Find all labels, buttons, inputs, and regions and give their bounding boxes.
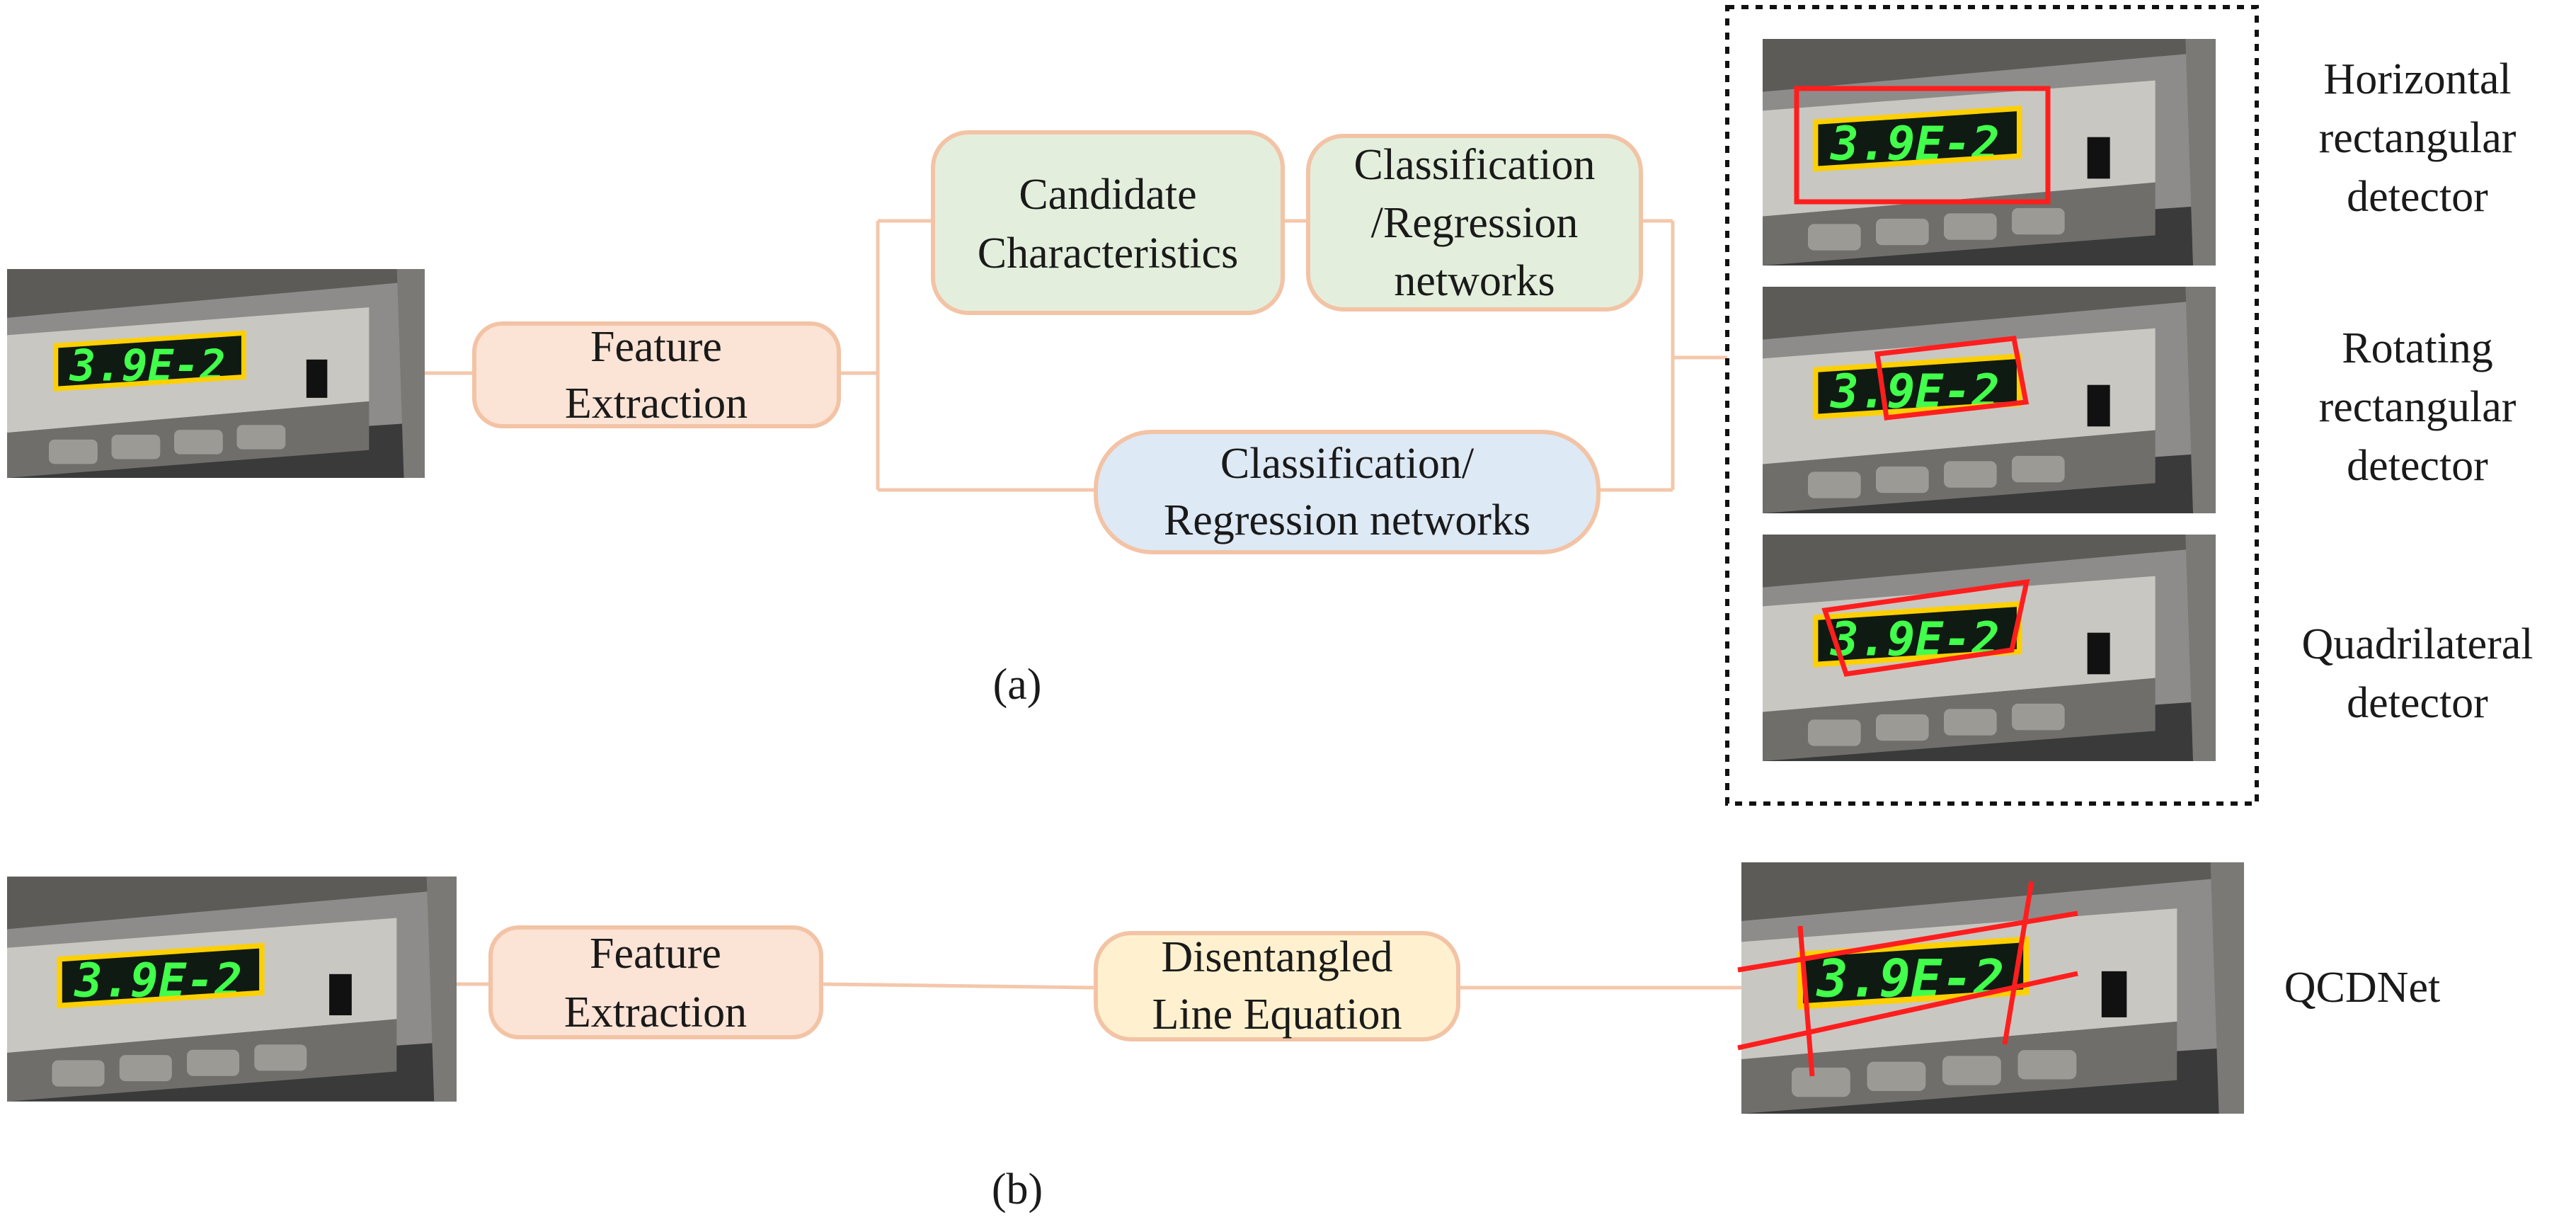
feature-extraction-label-b-line1: Feature xyxy=(590,930,721,978)
qcdnet-output: QCDNet xyxy=(1737,862,2440,1114)
photo-rotating xyxy=(1763,287,2216,513)
photo-quadrilateral xyxy=(1763,535,2216,761)
candidate-label-line1: Candidate xyxy=(1019,171,1196,219)
quadrilateral-box-icon xyxy=(1821,578,2030,677)
detector-rotating: Rotating rectangular detector xyxy=(1763,287,2517,513)
classification-regression-top-box: Classification /Regression networks xyxy=(1306,134,1643,312)
quadrilateral-label-line2: detector xyxy=(2347,679,2488,727)
disentangled-label-line1: Disentangled xyxy=(1161,933,1392,981)
classification-bottom-line2: Regression networks xyxy=(1164,496,1530,544)
classification-regression-bottom-box: Classification/ Regression networks xyxy=(1094,430,1601,554)
classification-top-line3: networks xyxy=(1394,257,1555,305)
feature-extraction-label-b-line2: Extraction xyxy=(564,988,747,1037)
rotating-label-line1: Rotating xyxy=(2342,324,2493,372)
classification-top-line2: /Regression xyxy=(1371,199,1579,247)
horizontal-box-icon xyxy=(1794,86,2051,205)
detector-quadrilateral: Quadrilateral detector xyxy=(1763,535,2534,761)
horizontal-label-line3: detector xyxy=(2347,173,2488,221)
classification-top-line1: Classification xyxy=(1354,141,1596,189)
rotating-label-line2: rectangular xyxy=(2319,383,2517,431)
connectors-b xyxy=(457,982,1741,990)
rotating-label-line3: detector xyxy=(2347,442,2488,490)
photo-horizontal xyxy=(1763,39,2216,265)
qcdnet-label: QCDNet xyxy=(2284,964,2440,1012)
candidate-label-line2: Characteristics xyxy=(978,229,1238,278)
detector-group-frame xyxy=(1725,5,2259,806)
disentangled-label-line2: Line Equation xyxy=(1152,990,1402,1039)
quadrilateral-label-line1: Quadrilateral xyxy=(2301,620,2533,668)
horizontal-label-line2: rectangular xyxy=(2319,114,2517,162)
feature-extraction-label-a-line1: Feature xyxy=(590,323,722,371)
feature-extraction-box-a: Feature Extraction xyxy=(472,321,841,428)
panel-b: Feature Extraction Disentangled Line Equ… xyxy=(7,862,2440,1214)
disentangled-line-equation-box: Disentangled Line Equation xyxy=(1094,931,1460,1041)
caption-b: (b) xyxy=(992,1165,1043,1214)
panel-a: Feature Extraction Candidate Characteris… xyxy=(7,5,2534,806)
photo-qcdnet xyxy=(1741,862,2244,1114)
input-photo-b xyxy=(7,876,457,1102)
rotating-box-icon xyxy=(1874,336,2030,421)
feature-extraction-box-b: Feature Extraction xyxy=(488,925,823,1039)
detector-horizontal: Horizontal rectangular detector xyxy=(1763,39,2517,265)
caption-a: (a) xyxy=(993,661,1042,709)
connectors-a xyxy=(425,219,1727,492)
input-photo-a xyxy=(7,269,425,478)
horizontal-label-line1: Horizontal xyxy=(2323,55,2511,103)
candidate-characteristics-box: Candidate Characteristics xyxy=(931,130,1285,315)
classification-bottom-line1: Classification/ xyxy=(1220,440,1475,488)
feature-extraction-label-a-line2: Extraction xyxy=(565,379,748,428)
detected-lines-icon xyxy=(1737,881,2078,1077)
connector-feature-disentangled xyxy=(820,982,1097,990)
